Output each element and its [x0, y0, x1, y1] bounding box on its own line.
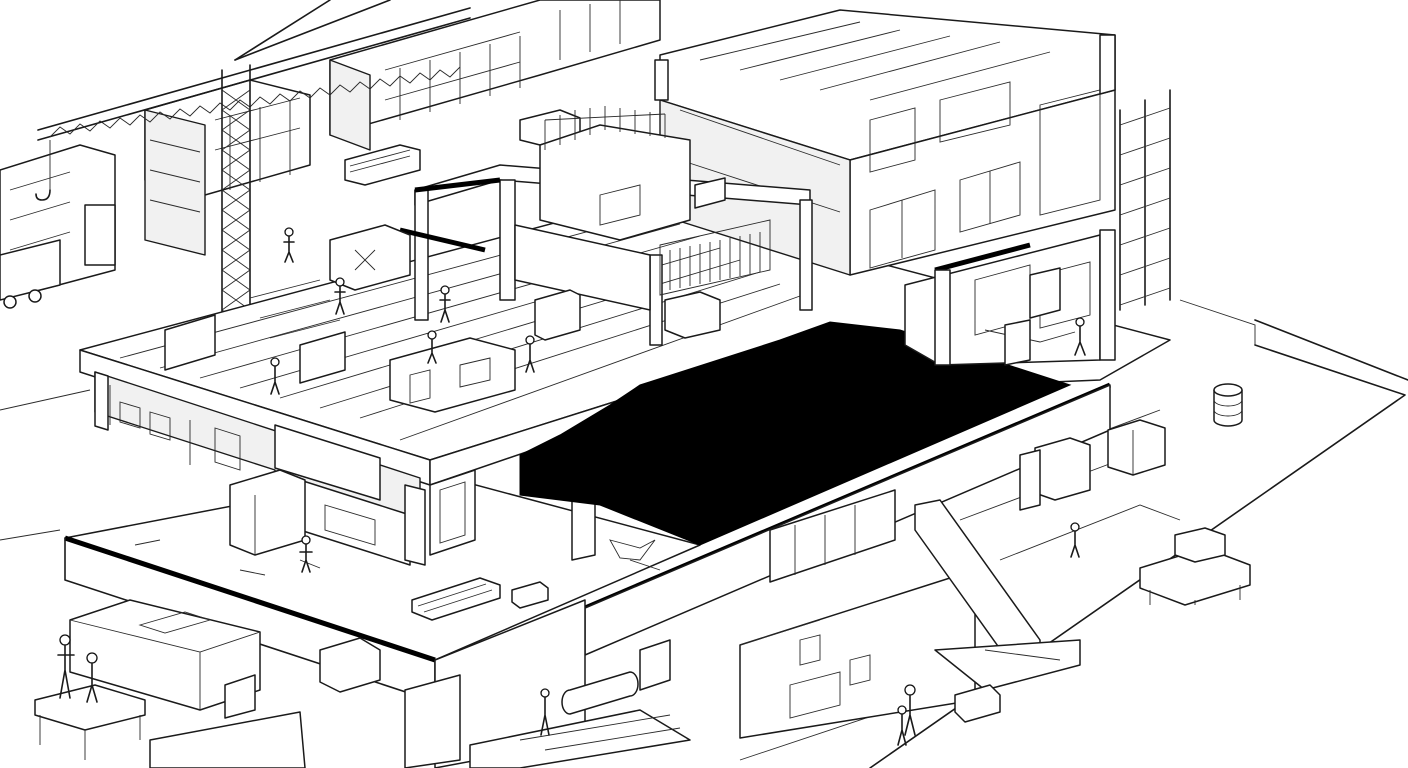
upper-structure	[399, 9, 1171, 366]
worker-figure-icon	[1074, 317, 1086, 356]
worker-figure-icon	[439, 285, 451, 323]
deck-props	[164, 177, 1061, 413]
worker-figure-icon	[897, 705, 907, 746]
worker-figure-icon	[334, 277, 346, 315]
truck-icon	[0, 239, 61, 309]
excavation-void	[519, 321, 1072, 546]
lower-props	[34, 383, 1251, 768]
worker-figure-icon	[283, 227, 295, 263]
worker-figure-icon	[904, 684, 916, 736]
worker-figure-icon	[57, 634, 75, 699]
worker-figure-icon	[299, 535, 313, 573]
barrel-icon	[1213, 383, 1243, 427]
crate-icon	[1019, 419, 1166, 511]
podium-deck	[79, 199, 1171, 566]
scaffold-icon	[1119, 89, 1171, 311]
worker-figure-icon	[86, 652, 98, 703]
worker-figure-icon	[525, 335, 535, 373]
worker-figure-icon	[270, 357, 280, 395]
worker-figure-icon	[427, 330, 437, 364]
worker-figure-icon	[1070, 522, 1080, 558]
worker-figure-icon	[540, 688, 550, 736]
worker-figures	[57, 227, 1086, 746]
